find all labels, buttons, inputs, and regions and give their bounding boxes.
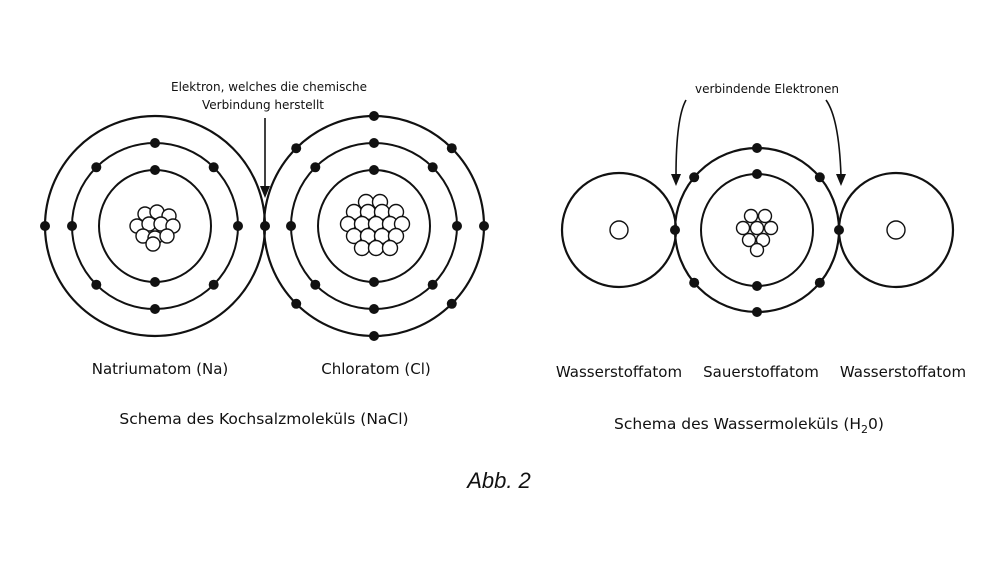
chlorine-outer-electron-4 (446, 298, 457, 309)
oxygen-outer-electron-8 (689, 172, 700, 183)
oxygen-outer-electron-7 (670, 225, 680, 235)
nacl-title: Schema des Kochsalzmoleküls (NaCl) (119, 410, 408, 428)
sodium-nucleon-10 (159, 228, 175, 244)
oxygen-nucleon-3 (735, 220, 751, 236)
sodium-middle-electron-4 (208, 279, 219, 290)
oxygen-inner-electron-1 (752, 169, 762, 179)
h2o-annotation: verbindende Elektronen (695, 82, 839, 96)
chlorine-label: Chloratom (Cl) (321, 360, 430, 378)
nacl-annotation-arrow (260, 118, 270, 198)
chlorine-nucleon-17 (367, 239, 385, 257)
chlorine-nucleus (339, 193, 411, 257)
sodium-middle-electron-8 (91, 162, 102, 173)
chlorine-middle-electron-5 (369, 304, 379, 314)
h2o-annotation-arrow-right (825, 99, 846, 186)
oxygen-nucleon-4 (749, 220, 765, 236)
hydrogen-left-label: Wasserstoffatom (556, 363, 682, 381)
oxygen-nucleon-5 (763, 220, 779, 236)
oxygen-nucleon-1 (743, 208, 759, 224)
sodium-middle-electron-5 (150, 304, 160, 314)
chlorine-atom (262, 111, 489, 341)
oxygen-outer-electron-1 (752, 143, 762, 153)
chlorine-middle-electron-8 (310, 162, 321, 173)
oxygen-nucleon-8 (749, 242, 765, 258)
sodium-outer-left-electron-1 (40, 221, 50, 231)
hydrogen-right-nucleus (886, 220, 906, 240)
chlorine-middle-electron-3 (452, 221, 462, 231)
chlorine-inner-electron-2 (369, 277, 379, 287)
sodium-inner-electron-1 (150, 165, 160, 175)
hydrogen-atom-left (560, 171, 678, 289)
chlorine-outer-electron-7 (291, 143, 302, 154)
chlorine-middle-electron-6 (310, 279, 321, 290)
sodium-inner-electron-2 (150, 277, 160, 287)
oxygen-label: Sauerstoffatom (703, 363, 819, 381)
sodium-middle-electron-6 (91, 279, 102, 290)
chlorine-middle-electron-2 (427, 162, 438, 173)
hydrogen-right-shell (837, 171, 955, 289)
chlorine-outer-electron-3 (479, 221, 489, 231)
hydrogen-right-label: Wasserstoffatom (840, 363, 966, 381)
sodium-electrons (40, 138, 270, 314)
chlorine-middle-electron-1 (369, 138, 379, 148)
sodium-nucleus (129, 204, 181, 252)
oxygen-nucleon-2 (757, 208, 773, 224)
oxygen-outer-electron-4 (814, 277, 825, 288)
oxygen-nucleus (735, 208, 779, 258)
h2o-title-subscript: 2 (861, 423, 868, 436)
sodium-middle-electron-7 (67, 221, 77, 231)
oxygen-outer-electron-6 (689, 277, 700, 288)
chlorine-nucleon-16 (353, 239, 371, 257)
nacl-annotation-line2: Verbindung herstellt (202, 98, 324, 112)
chlorine-middle-electron-7 (286, 221, 296, 231)
h2o-title: Schema des Wassermoleküls (H20) (614, 415, 884, 436)
oxygen-nucleon-6 (741, 232, 757, 248)
sodium-nucleon-11 (145, 236, 161, 252)
nacl-annotation-line1: Elektron, welches die chemische (171, 80, 367, 94)
oxygen-inner-electron-2 (752, 281, 762, 291)
oxygen-atom (670, 143, 844, 317)
h2o-title-prefix: Schema des Wassermoleküls (H (614, 415, 861, 433)
sodium-middle-electron-3 (233, 221, 243, 231)
figure-label: Abb. 2 (465, 468, 531, 493)
sodium-atom (40, 114, 270, 338)
hydrogen-atom-right (837, 171, 955, 289)
sodium-middle-electron-1 (150, 138, 160, 148)
h2o-title-suffix: 0) (868, 415, 884, 433)
chlorine-electrons (286, 111, 489, 341)
chlorine-outer-electron-5 (369, 331, 379, 341)
chlorine-outer-electron-2 (446, 143, 457, 154)
oxygen-electrons (670, 143, 844, 317)
chlorine-middle-electron-4 (427, 279, 438, 290)
chlorine-outer-electron-1 (369, 111, 379, 121)
hydrogen-left-nucleus (609, 220, 629, 240)
chlorine-outer-electron-6 (291, 298, 302, 309)
sodium-middle-electron-2 (208, 162, 219, 173)
h2o-annotation-arrow-left (671, 99, 687, 186)
chlorine-inner-electron-1 (369, 165, 379, 175)
oxygen-outer-electron-2 (814, 172, 825, 183)
sodium-label: Natriumatom (Na) (92, 360, 229, 378)
oxygen-outer-electron-5 (752, 307, 762, 317)
chlorine-nucleon-18 (381, 239, 399, 257)
